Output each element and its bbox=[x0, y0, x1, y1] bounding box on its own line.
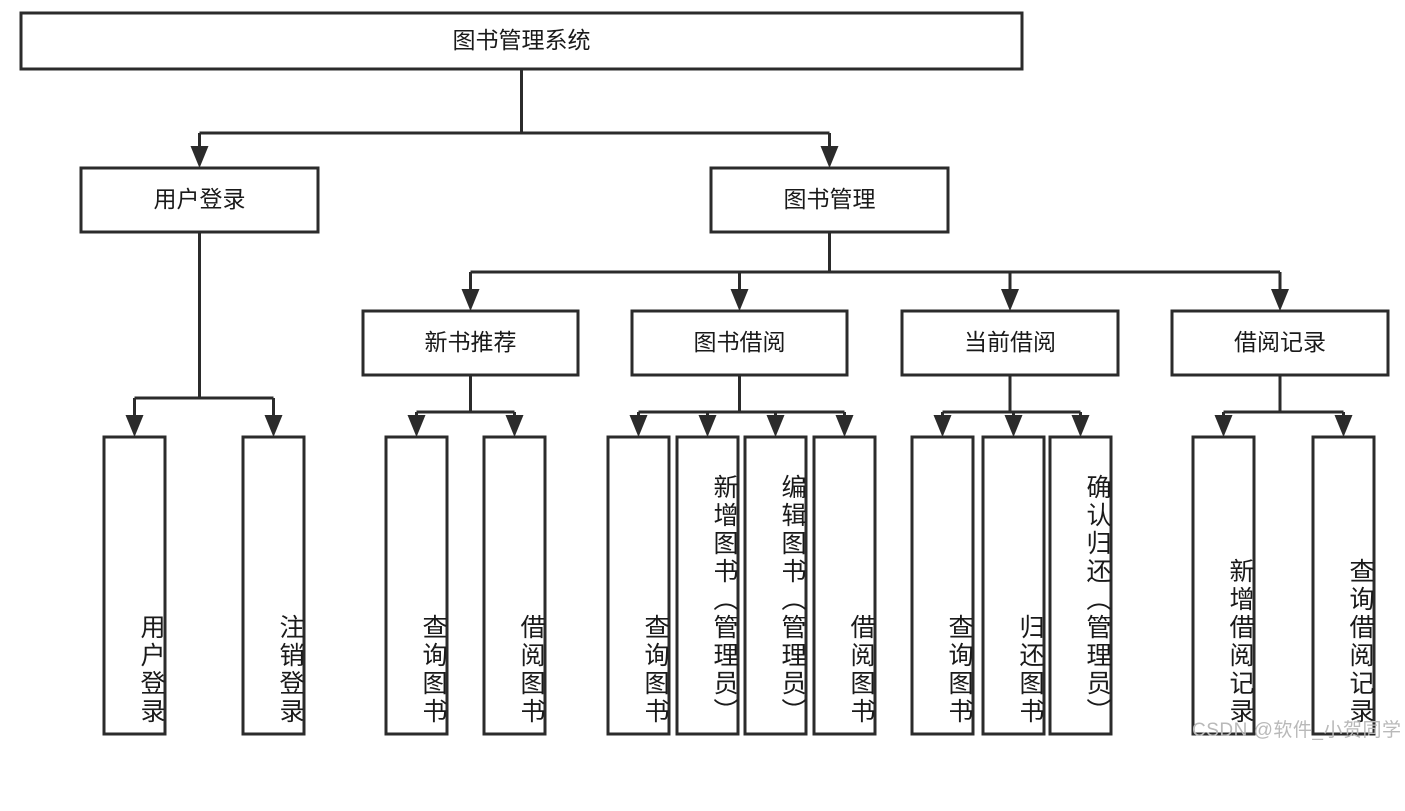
node-leaf-box-12[interactable] bbox=[1311, 435, 1376, 736]
node-leaf-box-2[interactable] bbox=[384, 435, 449, 736]
node-level2-label-1: 图书管理 bbox=[784, 186, 876, 212]
node-level2-label-0: 用户登录 bbox=[154, 186, 246, 212]
node-level3-label-2: 当前借阅 bbox=[964, 329, 1056, 355]
node-leaf-box-6[interactable] bbox=[743, 435, 808, 736]
node-leaf-box-8[interactable] bbox=[910, 435, 975, 736]
node-level3-label-3: 借阅记录 bbox=[1234, 329, 1326, 355]
arrow-down-icon bbox=[505, 415, 524, 437]
arrow-down-icon bbox=[933, 415, 952, 437]
arrow-down-icon bbox=[1071, 415, 1090, 437]
node-leaf-box-4[interactable] bbox=[606, 435, 671, 736]
arrow-down-icon bbox=[698, 415, 717, 437]
node-leaf-box-10[interactable] bbox=[1048, 435, 1113, 736]
node-leaf-box-11[interactable] bbox=[1191, 435, 1256, 736]
node-root-box[interactable] bbox=[19, 11, 1024, 71]
node-level3-box-1[interactable] bbox=[630, 309, 849, 377]
arrow-down-icon bbox=[1004, 415, 1023, 437]
node-root-label: 图书管理系统 bbox=[453, 27, 591, 53]
connectors-layer bbox=[125, 69, 1353, 437]
node-level2-box-0[interactable] bbox=[79, 166, 320, 234]
node-leaf-box-9[interactable] bbox=[981, 435, 1046, 736]
node-leaf-box-1[interactable] bbox=[241, 435, 306, 736]
arrow-down-icon bbox=[264, 415, 283, 437]
node-leaf-box-5[interactable] bbox=[675, 435, 740, 736]
node-level3-box-0[interactable] bbox=[361, 309, 580, 377]
node-level3-label-1: 图书借阅 bbox=[694, 329, 786, 355]
arrow-down-icon bbox=[730, 289, 749, 311]
arrow-down-icon bbox=[835, 415, 854, 437]
arrow-down-icon bbox=[629, 415, 648, 437]
boxes-layer bbox=[19, 11, 1390, 736]
arrow-down-icon bbox=[1334, 415, 1353, 437]
node-leaf-box-3[interactable] bbox=[482, 435, 547, 736]
arrow-down-icon bbox=[125, 415, 144, 437]
arrow-down-icon bbox=[190, 146, 209, 168]
arrow-down-icon bbox=[1271, 289, 1289, 311]
arrow-down-icon bbox=[461, 289, 480, 311]
watermark-text: CSDN @软件_小贺同学 bbox=[1192, 720, 1402, 741]
node-level2-box-1[interactable] bbox=[709, 166, 950, 234]
arrow-down-icon bbox=[407, 415, 426, 437]
arrow-down-icon bbox=[766, 415, 785, 437]
node-level3-box-3[interactable] bbox=[1170, 309, 1390, 377]
arrow-down-icon bbox=[1214, 415, 1233, 437]
node-level3-label-0: 新书推荐 bbox=[425, 329, 517, 355]
node-level3-box-2[interactable] bbox=[900, 309, 1120, 377]
diagram-root: 图书管理系统用户登录图书管理新书推荐图书借阅当前借阅借阅记录 用户登录注销登录查… bbox=[19, 11, 1402, 741]
arrow-down-icon bbox=[820, 146, 839, 168]
arrow-down-icon bbox=[1001, 289, 1019, 311]
node-leaf-box-7[interactable] bbox=[812, 435, 877, 736]
node-leaf-box-0[interactable] bbox=[102, 435, 167, 736]
